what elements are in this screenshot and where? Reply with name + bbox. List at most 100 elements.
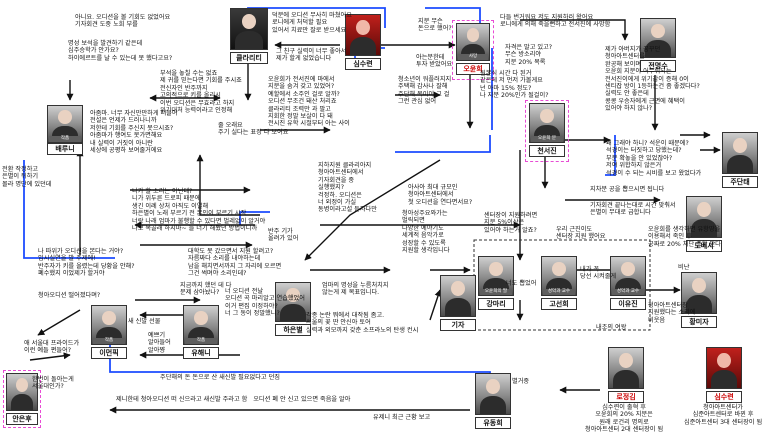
node-gija[interactable]: 기자	[440, 275, 476, 331]
label-nike-list2: 나 따위가 오디션을 본다는 거야? 입시실연을 발 주제에! 반주자가 키를 …	[38, 248, 135, 278]
label-left-mid: 아줌마. 너무 자신만만하게 떠들어 전설은 언제가 드러나니까 저한테 기회를…	[90, 110, 178, 155]
node-cheonseojin-frame	[525, 100, 569, 162]
node-name: 고선희	[541, 298, 577, 310]
node-imeopiki[interactable]: 작품 이먼픽	[91, 305, 127, 361]
label-lower-left1: 새 신발 선물	[128, 318, 161, 325]
edge-7	[520, 19, 629, 41]
label-top-center: 아니요. 오디션을 볼 기회도 없었어요 기자회견 도중 노희 부를	[75, 14, 171, 29]
node-name: 배루니	[47, 143, 83, 155]
label-right-low2: 비난	[678, 264, 690, 271]
node-role: 성악과 교수	[543, 289, 575, 295]
label-left1: 명성 보석을 발견하기 같은데 심주승학가 안가요? 하이에르트를 날 수 있는…	[68, 40, 173, 62]
label-center-top: 그 친구 실력이 너무 좋아서 제가 할게 없었습니다	[276, 48, 347, 63]
label-center-small2: 내가 꼭 당선 시켜줄게	[580, 266, 617, 281]
edge-blue-mid	[239, 211, 270, 225]
edge-26	[37, 309, 81, 336]
edge-18	[304, 159, 441, 261]
label-center-small: 너도 뽑었어	[506, 280, 537, 287]
edge-31	[429, 289, 442, 321]
node-name: 하은별	[275, 324, 311, 336]
node-simsuryeon2[interactable]: 심수련	[706, 347, 742, 403]
label-right-bottom2: 청아아트센터가 심준아트센터로 바뀐 후 심준아트센터 3대 센터장이 됨	[684, 404, 763, 426]
node-name: 심수련	[345, 58, 381, 70]
label-right-mid2: 원본식 시간 다 된거 같은데 저 먼저 가볼게요 넌 아마 15% 정도? 나…	[480, 70, 549, 100]
node-jeonmyeongsu[interactable]: 전명수	[640, 18, 676, 72]
label-nike-list: 니가 할 소리는 아닌데? 니가 위두른 드로피 때문에 생긴 이례 상처 아직…	[132, 188, 266, 233]
label-lower-left4: 한번이 돌아는게 서울대인가?	[32, 376, 74, 391]
label-nike-q: 청아오디션 떨어졌다며?	[38, 292, 101, 299]
edge-blue-right	[605, 135, 616, 176]
node-rojeonggim[interactable]: 로정김	[608, 347, 644, 403]
label-lower-left3: 애 서울대 프라이드가 이런 예들 편들어?	[24, 340, 80, 355]
label-lower-mid1: 지금까지 했던 데 다 문제 삼아놨나?	[180, 282, 232, 297]
node-ohyunhee-frame	[452, 20, 494, 80]
label-mid-right2: 기자회견 끝나는대로 시간 맞춰서 은별이 무대로 급합니다	[590, 202, 676, 217]
label-clarity-list: 부석을 놓칠 수는 없죠 제 귀를 믿는다면 기회를 주시죠 전신자인 반주까지…	[160, 70, 242, 115]
label-center-right-list: 청소년이 워플러지지 주택해 감사나 잘해 주단해 목이이 그 걸 그런 관심 …	[398, 76, 452, 106]
label-right-top: 다들 번거워요 저도 지원하러 왔어요 로니에게 의해 죽을뻔하고 전서진에 사…	[500, 14, 611, 29]
label-clarity-top: 덕분에 오디션 무사히 마쳤어요 로니에게 처덕할 필요 있어서 치료만 잘로 …	[272, 12, 352, 34]
label-mid-right1: 지차분 공을 뽑으시면 됩니다	[590, 186, 665, 193]
node-cheonseojin[interactable]: 오윤희 분 천서진	[529, 103, 565, 159]
label-left-far: 전환 작정하고 은별이 뒤하기 몰라 명단에 있던데	[2, 166, 52, 188]
node-name: 이먼픽	[91, 347, 127, 359]
label-bottom2: 유제니 최근 근황 보고	[373, 414, 431, 421]
node-ohyunhee[interactable]: 사망 오윤희	[456, 23, 490, 77]
node-name: 주단태	[722, 176, 758, 188]
node-baerunie[interactable]: 작품 배루니	[47, 105, 83, 155]
label-clarity-right: 줄 오래요 주기 실다는 표정 다 보여요	[218, 122, 289, 137]
node-goseonhui[interactable]: 성악과 교수 고선희	[541, 256, 577, 312]
label-center-small3: 내조의 여왕	[596, 324, 627, 331]
node-role: 작품	[49, 136, 81, 142]
node-judanhae[interactable]: 주단태	[722, 132, 758, 188]
label-lower-mid2: 너 오디션 전날 오디션 곡 마리알고 연습했었어 이거 편집 이정하야? 너 …	[225, 288, 305, 318]
node-name: 천서진	[529, 145, 565, 157]
node-clarity[interactable]: 클라리티	[230, 8, 268, 64]
node-name: 유해니	[183, 347, 219, 359]
label-center-mid5: 우리 근진이도 센터장 지원 했어요	[556, 226, 606, 241]
node-anonhu-frame	[3, 370, 41, 428]
label-center-mid2: 아사아 최대 규모인 청아아트센터에서 첫 오디션을 연다면서요?	[408, 184, 473, 206]
label-right-bottom: 심수련이 출혁 후 오윤희의 20% 지분은 원래 로건리 명의로 청아아트센터…	[585, 404, 664, 434]
label-lower-mid3: 엄마의 명성을 누름처치지 않는게 제 목표입니다.	[322, 282, 389, 297]
node-dobeonsu[interactable]: 도베서	[686, 196, 722, 252]
node-name: 오윤희	[456, 63, 490, 75]
label-right-mid: 자격은 말고 있고? 무슨 방소리야 지분 20% 목록	[505, 44, 553, 66]
node-role: 작품	[93, 338, 125, 344]
node-name: 심수련	[706, 391, 742, 403]
label-lower-center: 주단해의 돈 돈으로 산 새신발 필요없다고 던짐	[160, 374, 280, 381]
node-name: 황미자	[681, 316, 717, 328]
edge-27	[29, 352, 71, 361]
label-center-list: 오윤희가 전서진에 마에서 지분을 숨겨 갖고 있었어? 예할에서 소주인 걸로…	[268, 76, 350, 128]
node-yuhaeni[interactable]: 작품 유해니	[183, 305, 219, 361]
node-role: 사망	[458, 54, 488, 60]
node-hwangmija[interactable]: 황미자	[681, 272, 717, 328]
node-name: 전명수	[640, 60, 676, 72]
label-yudonghui: 별거중	[512, 378, 530, 385]
node-name: 클라리티	[230, 52, 268, 64]
edge-blue-center	[395, 135, 491, 153]
label-center-mid4: 센터장이 지원하려면 지분 5%이상은 있어야 하는거 알죠?	[484, 212, 538, 234]
node-role: 오윤희의 딸	[480, 289, 512, 295]
node-iyujin[interactable]: 성악과 교수 이유진	[610, 256, 646, 312]
edge-blue-left	[23, 160, 115, 259]
node-haeunbyeol[interactable]: 하은별	[275, 282, 311, 336]
label-ohyunhee-mid: 아는분한테 투자 받았어요	[416, 54, 453, 69]
node-yudonghui[interactable]: 유동희	[475, 373, 511, 429]
node-simsujin[interactable]: 심수련	[345, 14, 381, 70]
node-name: 기자	[440, 319, 476, 331]
label-right-low3: 청아아트센터장 지원했다는 소리에 비웃음	[648, 302, 696, 324]
label-center-small4: 반주 기가 올려가 있어	[268, 228, 299, 243]
label-bottom1: 제니한테 청아오디션 떠 신으라고 새신발 주라고 함 오디션 폐 안 신고 있…	[116, 396, 351, 403]
node-name: 안은후	[6, 413, 38, 425]
node-role: 작품	[185, 338, 217, 344]
node-name: 로정김	[608, 391, 644, 403]
node-anonhu[interactable]: 안은후	[6, 373, 38, 425]
node-name: 강마리	[478, 298, 514, 310]
node-gangmari[interactable]: 오윤희의 딸 강마리	[478, 256, 514, 312]
node-role: 성악과 교수	[612, 289, 644, 295]
edge-19	[196, 154, 260, 216]
label-judan-list: 왜 그래야 하니? 석운이 때문에? 석경이는 터짓하고 당했는데? 부분 확놓…	[606, 140, 702, 177]
